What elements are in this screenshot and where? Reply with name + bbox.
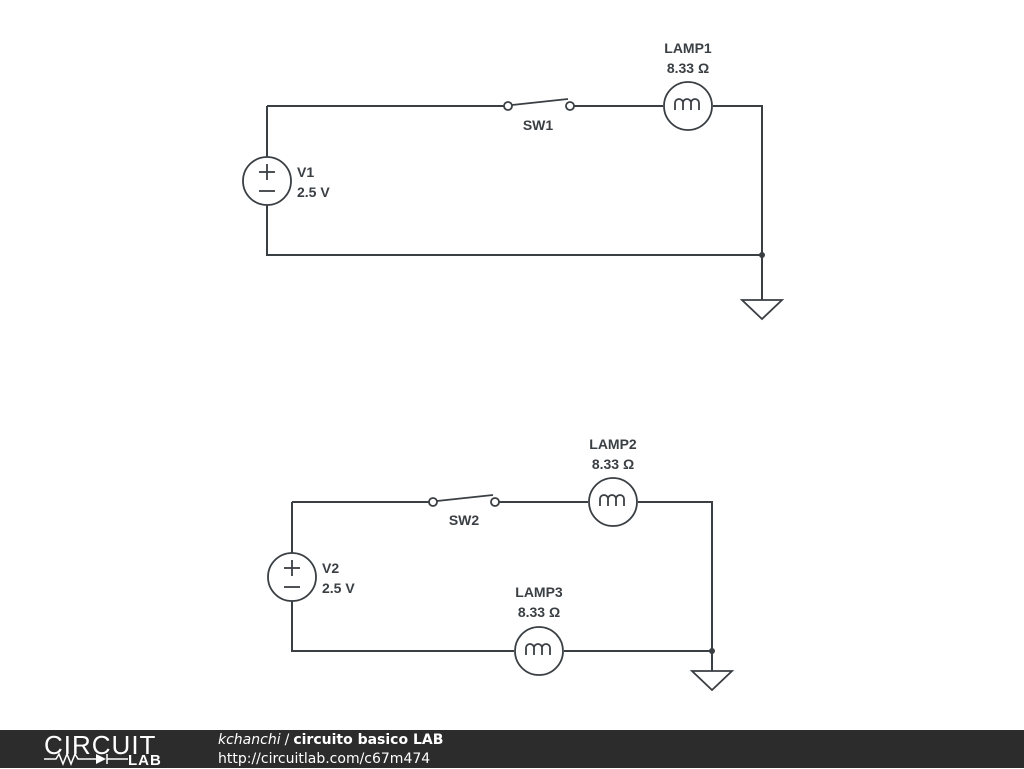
path-separator: / bbox=[284, 732, 290, 748]
switch-sw1[interactable] bbox=[503, 98, 575, 111]
ground-symbol bbox=[739, 299, 785, 321]
logo-wordmark-top: CIRCUIT bbox=[44, 730, 157, 760]
schematic-canvas: V1 2.5 V SW1 LAMP1 8.33 Ω bbox=[242, 40, 785, 692]
ground-symbol bbox=[689, 670, 735, 692]
lamp-lamp3[interactable] bbox=[514, 626, 564, 676]
wire-c1-left-bottom bbox=[266, 205, 762, 256]
resistor-diode-icon bbox=[44, 752, 128, 766]
lamp-name-label: LAMP2 bbox=[589, 436, 637, 452]
circuit-1: V1 2.5 V SW1 LAMP1 8.33 Ω bbox=[242, 40, 785, 321]
footer-title-line: kchanchi/circuito basico LAB bbox=[218, 731, 443, 750]
circuitlab-logo[interactable]: CIRCUIT LAB bbox=[44, 730, 174, 769]
switch-name-label: SW1 bbox=[523, 117, 554, 133]
voltage-source-v2[interactable] bbox=[267, 552, 317, 602]
wire-c2-top-right bbox=[638, 501, 713, 651]
switch-name-label: SW2 bbox=[449, 512, 480, 528]
circuit-2: V2 2.5 V SW2 LAMP2 8.33 Ω LAMP3 8.33 Ω bbox=[267, 436, 735, 692]
junction-node bbox=[709, 648, 715, 654]
source-name-label: V1 bbox=[297, 164, 314, 180]
lamp-lamp1[interactable] bbox=[663, 81, 713, 131]
source-name-label: V2 bbox=[322, 560, 339, 576]
source-value-label: 2.5 V bbox=[322, 580, 355, 596]
switch-sw2[interactable] bbox=[428, 494, 500, 507]
footer-info: kchanchi/circuito basico LAB http://circ… bbox=[218, 731, 443, 769]
lamp-value-label: 8.33 Ω bbox=[592, 456, 634, 472]
project-url[interactable]: http://circuitlab.com/c67m474 bbox=[218, 751, 431, 767]
project-title[interactable]: circuito basico LAB bbox=[293, 732, 444, 748]
logo-wordmark-bottom: LAB bbox=[128, 752, 162, 769]
voltage-source-v1[interactable] bbox=[242, 156, 292, 206]
wire-c1-top-right bbox=[713, 105, 763, 255]
author-name[interactable]: kchanchi bbox=[218, 732, 281, 748]
source-value-label: 2.5 V bbox=[297, 184, 330, 200]
wire-c2-left-bottom bbox=[291, 601, 514, 652]
lamp-name-label: LAMP1 bbox=[664, 40, 712, 56]
lamp-value-label: 8.33 Ω bbox=[667, 60, 709, 76]
lamp-name-label: LAMP3 bbox=[515, 584, 563, 600]
lamp-lamp2[interactable] bbox=[588, 477, 638, 527]
footer-bar bbox=[0, 730, 1024, 768]
lamp-value-label: 8.33 Ω bbox=[518, 604, 560, 620]
junction-node bbox=[759, 252, 765, 258]
